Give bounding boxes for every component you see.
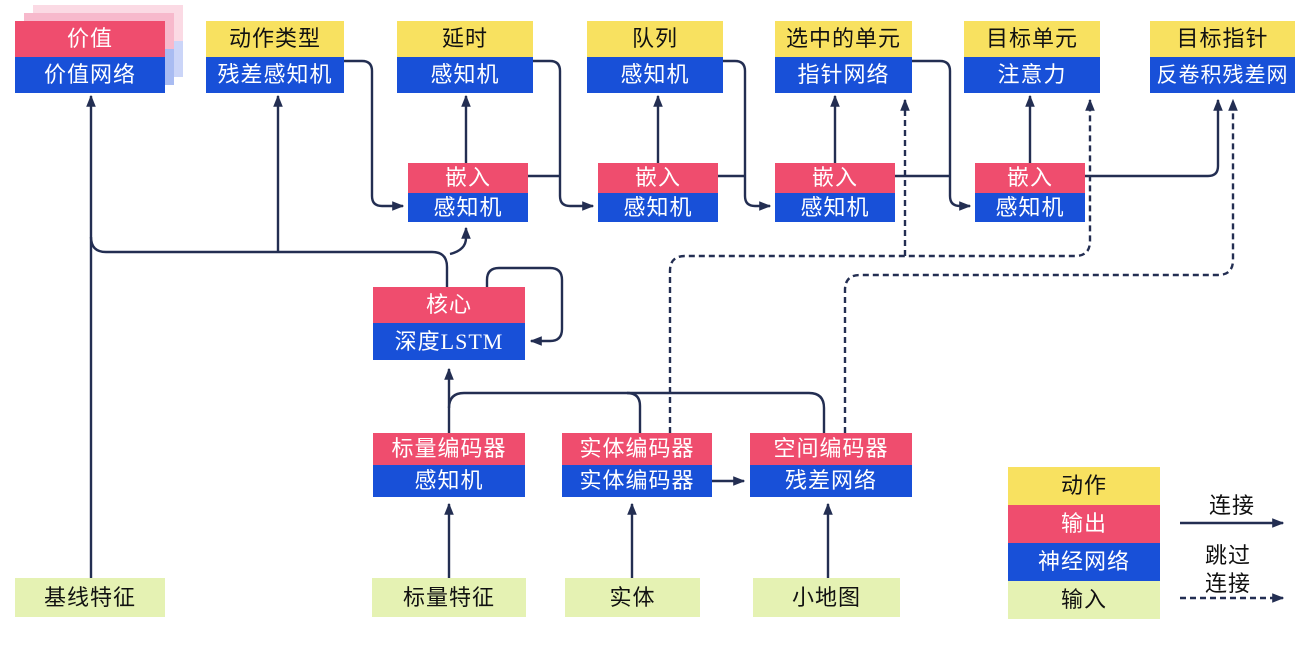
value-head-label: 价值	[15, 21, 165, 57]
node-entities: 实体	[565, 578, 700, 617]
queued-net-label: 感知机	[587, 57, 723, 93]
scalar-encoder-net-label: 感知机	[373, 465, 525, 497]
node-scalar-features: 标量特征	[372, 578, 526, 617]
legend-skip-label: 跳过 连接	[1168, 542, 1288, 597]
node-embed-4: 嵌入 感知机	[975, 163, 1085, 222]
entity-encoder-label: 实体编码器	[562, 433, 712, 465]
entities-label: 实体	[565, 578, 700, 617]
target-point-net-label: 反卷积残差网	[1150, 57, 1295, 93]
embed4-net-label: 感知机	[975, 193, 1085, 222]
node-target-unit: 目标单元 注意力	[964, 21, 1100, 93]
node-queued: 队列 感知机	[587, 21, 723, 93]
embed2-label: 嵌入	[598, 163, 718, 193]
node-embed-3: 嵌入 感知机	[775, 163, 895, 222]
legend-connection-label: 连接	[1208, 493, 1255, 518]
embed1-net-label: 感知机	[408, 193, 528, 222]
queued-head-label: 队列	[587, 21, 723, 57]
target-unit-net-label: 注意力	[964, 57, 1100, 93]
node-baseline-features: 基线特征	[15, 578, 165, 617]
embed4-label: 嵌入	[975, 163, 1085, 193]
core-net-label: 深度LSTM	[373, 323, 525, 360]
embed3-label: 嵌入	[775, 163, 895, 193]
embed1-label: 嵌入	[408, 163, 528, 193]
node-value: 价值 价值网络	[15, 5, 183, 93]
edge-core-to-embed1	[449, 226, 471, 256]
delay-head-label: 延时	[397, 21, 533, 57]
legend-skip-line1: 跳过	[1204, 543, 1251, 568]
entity-encoder-net-label: 实体编码器	[562, 465, 712, 497]
legend-action-label: 动作	[1008, 467, 1160, 505]
node-entity-encoder: 实体编码器 实体编码器	[562, 433, 712, 497]
skip-spatial-to-target-point	[843, 98, 1238, 433]
edge-action-type-to-embed1	[344, 59, 405, 211]
delay-net-label: 感知机	[397, 57, 533, 93]
selected-units-head-label: 选中的单元	[775, 21, 912, 57]
node-embed-1: 嵌入 感知机	[408, 163, 528, 222]
edge-entity-encoder-merge	[626, 391, 642, 433]
node-core: 核心 深度LSTM	[373, 287, 525, 360]
value-card: 价值 价值网络	[15, 21, 165, 93]
embed3-net-label: 感知机	[775, 193, 895, 222]
selected-units-net-label: 指针网络	[775, 57, 912, 93]
node-delay: 延时 感知机	[397, 21, 533, 93]
action-type-net-label: 残差感知机	[206, 57, 344, 93]
node-embed-2: 嵌入 感知机	[598, 163, 718, 222]
edge-spatial-encoder-merge	[447, 391, 826, 433]
node-action-type: 动作类型 残差感知机	[206, 21, 344, 93]
legend-input-label: 输入	[1008, 581, 1160, 619]
legend-color-key: 动作 输出 神经网络 输入	[1008, 467, 1160, 619]
node-spatial-encoder: 空间编码器 残差网络	[750, 433, 912, 497]
edge-queued-down	[723, 59, 772, 211]
edge-selected-units-down	[912, 59, 972, 211]
baseline-features-label: 基线特征	[15, 578, 165, 617]
action-type-head-label: 动作类型	[206, 21, 344, 57]
node-target-point: 目标指针 反卷积残差网	[1150, 21, 1295, 93]
skip-entity-to-target-unit	[668, 98, 1095, 433]
embed2-net-label: 感知机	[598, 193, 718, 222]
edge-core-trunk-left	[89, 236, 449, 287]
edge-delay-down	[533, 59, 595, 211]
legend-network-label: 神经网络	[1008, 543, 1160, 581]
legend-skip-line2: 连接	[1204, 570, 1251, 596]
legend-output-label: 输出	[1008, 505, 1160, 543]
node-minimap: 小地图	[753, 578, 900, 617]
node-scalar-encoder: 标量编码器 感知机	[373, 433, 525, 497]
spatial-encoder-label: 空间编码器	[750, 433, 912, 465]
value-network-label: 价值网络	[15, 57, 165, 93]
scalar-features-label: 标量特征	[372, 578, 526, 617]
spatial-encoder-net-label: 残差网络	[750, 465, 912, 497]
target-unit-head-label: 目标单元	[964, 21, 1100, 57]
target-point-head-label: 目标指针	[1150, 21, 1295, 57]
edge-embed4-to-target-point	[1085, 98, 1223, 178]
node-selected-units: 选中的单元 指针网络	[775, 21, 912, 93]
minimap-label: 小地图	[753, 578, 900, 617]
core-label: 核心	[373, 287, 525, 323]
scalar-encoder-label: 标量编码器	[373, 433, 525, 465]
